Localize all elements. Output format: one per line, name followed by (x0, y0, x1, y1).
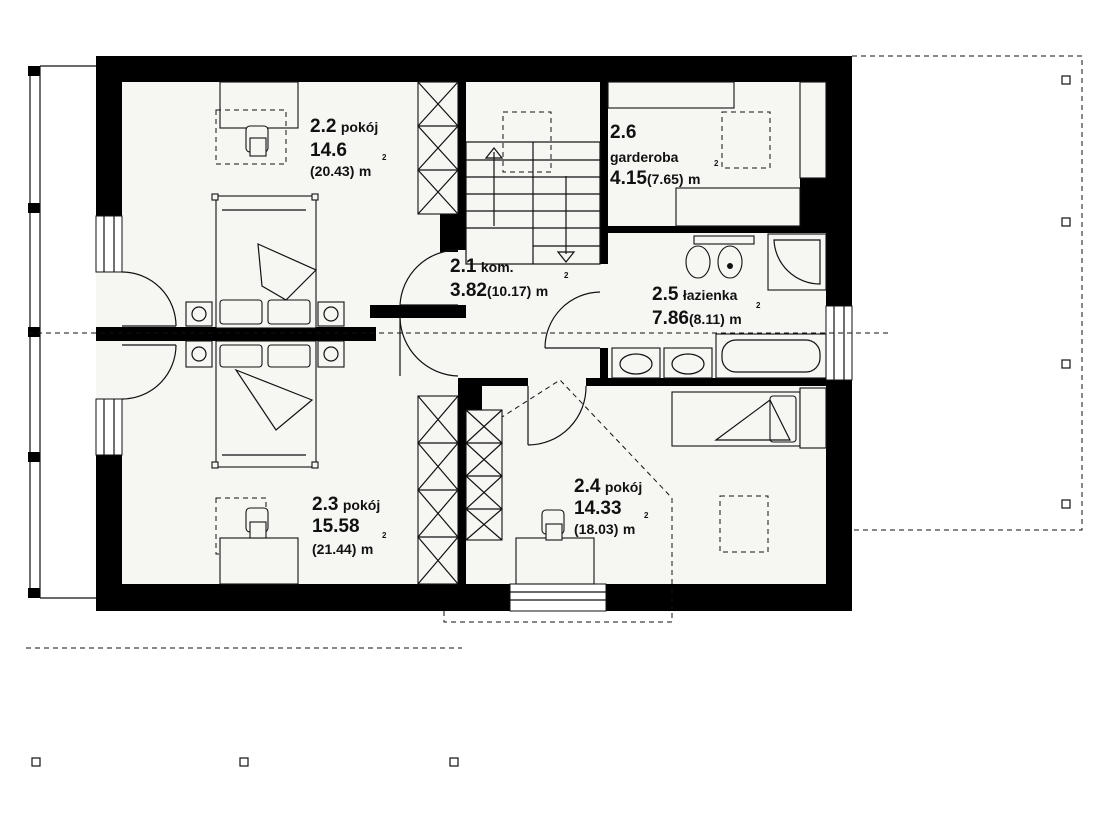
bed-room-24 (671, 387, 827, 449)
room-unit: m (359, 163, 371, 179)
room-unit-exponent: 2 (644, 511, 649, 520)
windows (95, 215, 853, 612)
room-area: 4.15 (610, 168, 647, 189)
room-number: 2.4 (574, 476, 601, 497)
room-area: 14.33 (574, 498, 622, 519)
room-label-26: 2.6 garderoba 4.15(7.65) m 2 (610, 122, 719, 189)
room-area: 15.58 (312, 516, 360, 537)
room-number: 2.6 (610, 122, 636, 143)
room-name: pokój (343, 497, 380, 513)
room-area-total: (18.03) (574, 521, 618, 537)
room-name: pokój (341, 119, 378, 135)
room-area: 14.6 (310, 140, 347, 161)
nightstands-room-23 (185, 340, 345, 368)
room-unit-exponent: 2 (564, 271, 569, 280)
room-unit: m (688, 171, 700, 187)
room-unit: m (536, 283, 548, 299)
svg-text:2.2 pokój: 2.2 pokój (310, 116, 378, 137)
desk-room-22 (215, 81, 299, 165)
staircase (465, 111, 601, 265)
room-label-22: 2.2 pokój 14.6 (20.43) m 2 (310, 116, 387, 180)
column-markers (31, 75, 1071, 767)
balcony-outline (28, 65, 96, 599)
svg-text:2.3 pokój: 2.3 pokój (312, 494, 380, 515)
svg-text:7.86(8.11) m: 7.86(8.11) m (652, 308, 742, 329)
dashed-outlines (26, 55, 1083, 649)
room-area-total: (8.11) (689, 311, 725, 327)
room-name: kom. (481, 259, 514, 275)
interior-doors (399, 249, 601, 446)
room-unit: m (729, 311, 741, 327)
room-unit: m (361, 541, 373, 557)
interior-walls (96, 82, 826, 584)
wardrobe-room-23 (417, 395, 459, 585)
svg-text:(21.44) m: (21.44) m (312, 541, 373, 558)
room-name: pokój (605, 479, 642, 495)
svg-text:4.15(7.65) m: 4.15(7.65) m (610, 168, 700, 189)
room-area-total: (21.44) (312, 541, 356, 557)
room-number: 2.1 (450, 256, 477, 277)
wardrobe-room-22 (417, 81, 459, 215)
room-label-25: 2.5 łazienka 7.86(8.11) m 2 (652, 284, 761, 329)
bathroom-fixtures (611, 233, 827, 379)
svg-text:2.5 łazienka: 2.5 łazienka (652, 284, 738, 305)
svg-text:(18.03) m: (18.03) m (574, 521, 635, 538)
wardrobe-room-24 (465, 409, 503, 541)
balcony-doors (121, 271, 177, 400)
svg-text:2.4 pokój: 2.4 pokój (574, 476, 642, 497)
room-unit-exponent: 2 (756, 301, 761, 310)
desk-room-23 (215, 497, 299, 585)
bed-room-22 (211, 193, 319, 329)
svg-text:(20.43) m: (20.43) m (310, 163, 371, 180)
nightstands-room-22 (185, 301, 345, 327)
room-label-24: 2.4 pokój 14.33 (18.03) m 2 (574, 476, 649, 538)
svg-text:3.82(10.17) m: 3.82(10.17) m (450, 280, 548, 301)
desk-room-24 (515, 495, 769, 585)
room-area: 3.82 (450, 280, 487, 301)
room-name: łazienka (683, 287, 738, 303)
room-area-total: (7.65) (647, 171, 684, 187)
room-area-total: (20.43) (310, 163, 354, 179)
room-label-21: 2.1 kom. 3.82(10.17) m 2 (450, 256, 569, 301)
svg-text:2.1 kom.: 2.1 kom. (450, 256, 514, 277)
room-area: 7.86 (652, 308, 689, 329)
room-area-total: (10.17) (487, 283, 531, 299)
room-number: 2.2 (310, 116, 336, 137)
exterior-walls (96, 56, 852, 611)
room-unit: m (623, 521, 635, 537)
room-name: garderoba (610, 149, 679, 165)
bed-room-23 (211, 340, 319, 469)
room-number: 2.3 (312, 494, 338, 515)
room-unit-exponent: 2 (714, 159, 719, 168)
room-label-23: 2.3 pokój 15.58 (21.44) m 2 (312, 494, 387, 558)
room-unit-exponent: 2 (382, 531, 387, 540)
wardrobe-room-26 (607, 81, 827, 227)
room-unit-exponent: 2 (382, 153, 387, 162)
room-number: 2.5 (652, 284, 679, 305)
